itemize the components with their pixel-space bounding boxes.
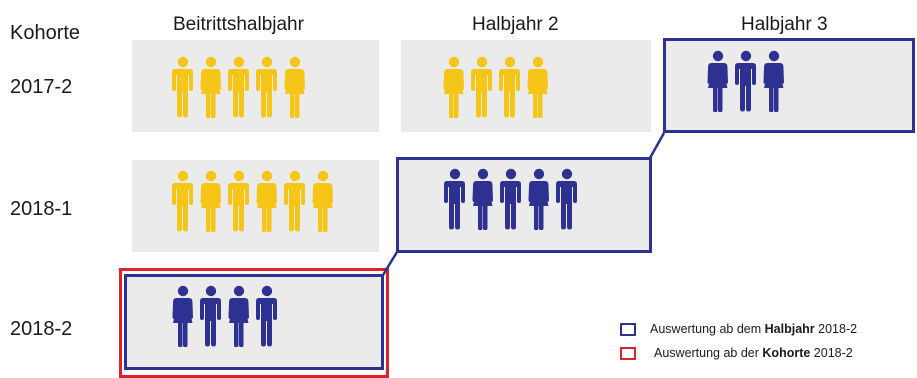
male-person-icon: [172, 56, 193, 118]
female-person-icon: [443, 56, 464, 118]
male-person-icon: [228, 56, 249, 118]
legend-kohorte-suffix: 2018-2: [810, 346, 853, 360]
legend-kohorte: Auswertung ab der Kohorte 2018-2: [620, 346, 853, 360]
female-person-icon: [200, 170, 221, 232]
male-person-icon: [256, 56, 277, 118]
figure-group: [707, 50, 785, 112]
female-person-icon: [228, 285, 249, 347]
row-label-2018-2: 2018-2: [10, 318, 73, 340]
female-person-icon: [172, 285, 193, 347]
male-person-icon: [284, 170, 305, 232]
kohorte-header: Kohorte: [10, 22, 81, 44]
female-person-icon: [707, 50, 728, 112]
female-person-icon: [256, 170, 277, 232]
cell-2017-2-beitritt: [132, 40, 379, 132]
legend-halbjahr-prefix: Auswertung ab dem: [650, 322, 765, 336]
male-person-icon: [499, 56, 520, 118]
legend-kohorte-text: Auswertung ab der Kohorte 2018-2: [654, 346, 853, 360]
figure-group: [444, 168, 578, 230]
male-person-icon: [200, 285, 221, 347]
legend-swatch-blue: [620, 322, 636, 336]
male-person-icon: [556, 168, 577, 230]
female-person-icon: [527, 56, 548, 118]
legend-kohorte-bold: Kohorte: [762, 346, 811, 360]
column-header-halbjahr-2: Halbjahr 2: [472, 14, 559, 35]
male-person-icon: [471, 56, 492, 118]
male-person-icon: [444, 168, 465, 230]
figure-group: [443, 56, 549, 118]
cell-2017-2-halbjahr-3: [665, 40, 913, 132]
legend-swatch-red: [620, 346, 636, 360]
female-person-icon: [472, 168, 493, 230]
row-label-2017-2: 2017-2: [10, 76, 73, 98]
figure-group: [172, 56, 306, 118]
halbjahr-frame-2018-1: [396, 157, 652, 253]
cell-2018-1-halbjahr-2: [397, 158, 651, 252]
cell-2018-2-beitritt: [124, 275, 383, 367]
figure-group: [172, 285, 278, 347]
male-person-icon: [256, 285, 277, 347]
connector-line-lower: [381, 251, 399, 276]
female-person-icon: [200, 56, 221, 118]
legend-halbjahr-suffix: 2018-2: [814, 322, 858, 336]
female-person-icon: [528, 168, 549, 230]
female-person-icon: [312, 170, 333, 232]
legend-halbjahr-bold: Halbjahr: [764, 322, 815, 336]
halbjahr-frame-2017-2: [663, 38, 915, 133]
male-person-icon: [228, 170, 249, 232]
female-person-icon: [763, 50, 784, 112]
halbjahr-frame-2018-2: [124, 274, 384, 370]
legend-halbjahr: Auswertung ab dem Halbjahr 2018-2: [620, 322, 857, 336]
column-header-beitrittshalbjahr: Beitrittshalbjahr: [173, 14, 304, 35]
legend-kohorte-prefix: Auswertung ab der: [654, 346, 763, 360]
column-header-halbjahr-3: Halbjahr 3: [741, 14, 828, 35]
male-person-icon: [500, 168, 521, 230]
female-person-icon: [284, 56, 305, 118]
legend-halbjahr-text: Auswertung ab dem Halbjahr 2018-2: [650, 322, 857, 336]
connector-line-upper: [648, 132, 666, 159]
male-person-icon: [735, 50, 756, 112]
male-person-icon: [172, 170, 193, 232]
figure-group: [172, 170, 334, 232]
cell-2018-1-beitritt: [132, 160, 379, 252]
row-label-2018-1: 2018-1: [10, 198, 73, 220]
cell-2017-2-halbjahr-2: [401, 40, 651, 132]
